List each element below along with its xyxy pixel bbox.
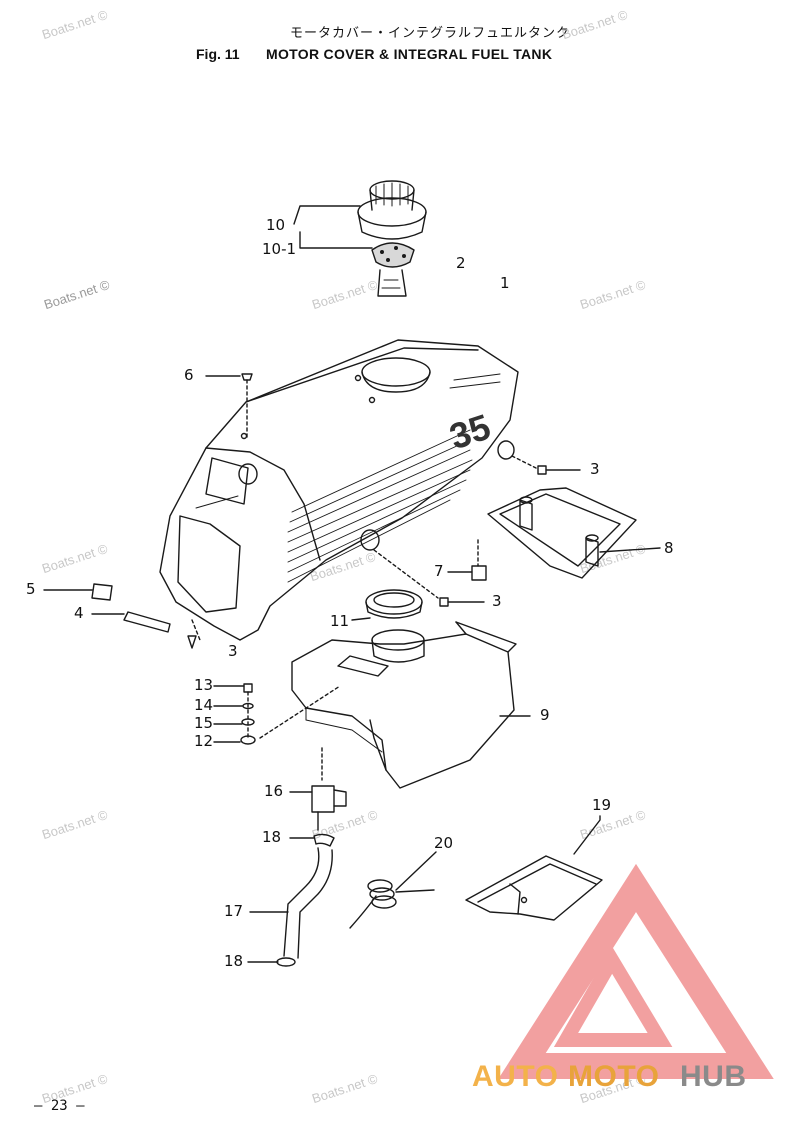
callout-18-upper: 18	[262, 828, 282, 846]
callout-7: 7	[434, 562, 444, 580]
callout-16: 16	[264, 782, 284, 800]
callout-3-bottom: 3	[228, 642, 238, 660]
lower-rubber-cover	[487, 487, 661, 579]
bolt-stack	[213, 683, 341, 745]
callout-14: 14	[194, 696, 214, 714]
screw-3-right	[511, 455, 581, 475]
callout-1: 1	[500, 274, 510, 292]
figure-title: MOTOR COVER & INTEGRAL FUEL TANK	[266, 46, 553, 62]
fuel-hose	[249, 847, 333, 959]
callout-2: 2	[456, 254, 466, 272]
motor-cover	[159, 339, 519, 641]
screw-3-bottom	[187, 619, 201, 649]
filler-grommet	[351, 589, 423, 621]
screw-6	[241, 373, 253, 441]
callout-8: 8	[664, 539, 674, 557]
callout-13: 13	[194, 676, 214, 694]
callout-3-middle: 3	[492, 592, 502, 610]
callout-15: 15	[194, 714, 214, 732]
spring	[349, 851, 437, 929]
callout-18-lower: 18	[224, 952, 244, 970]
hose-clip-upper	[289, 833, 335, 847]
plate-4	[91, 611, 171, 633]
callout-10: 10	[266, 216, 286, 234]
logo-word-auto: AUTO	[472, 1060, 559, 1093]
title-japanese: モータカバー・インテグラルフュエルタンク	[289, 26, 570, 41]
fuel-tank	[291, 621, 531, 789]
automotohub-logo-mark	[498, 863, 774, 1079]
callout-9: 9	[540, 706, 550, 724]
logo-word-moto: MOTO	[568, 1060, 660, 1093]
screw-3-middle	[373, 549, 485, 607]
cover-plate	[465, 815, 603, 921]
callout-10-1: 10-1	[262, 240, 297, 258]
logo-word-hub: HUB	[680, 1060, 747, 1093]
page-number: – 23 –	[34, 1098, 85, 1114]
fuel-cap-gasket	[371, 242, 415, 297]
fuel-cock	[289, 747, 347, 831]
callout-6: 6	[184, 366, 194, 384]
callout-5: 5	[26, 580, 36, 598]
figure-label: Fig. 11	[196, 46, 240, 62]
plate-5	[43, 583, 113, 601]
callout-11: 11	[330, 612, 350, 630]
callout-17: 17	[224, 902, 244, 920]
fuel-cap	[357, 180, 427, 240]
hose-clip-lower	[247, 957, 296, 967]
callout-19: 19	[592, 796, 612, 814]
grommet-7	[447, 539, 487, 581]
callout-12: 12	[194, 732, 214, 750]
callout-4: 4	[74, 604, 84, 622]
callout-20: 20	[434, 834, 454, 852]
callout-3-right: 3	[590, 460, 600, 478]
